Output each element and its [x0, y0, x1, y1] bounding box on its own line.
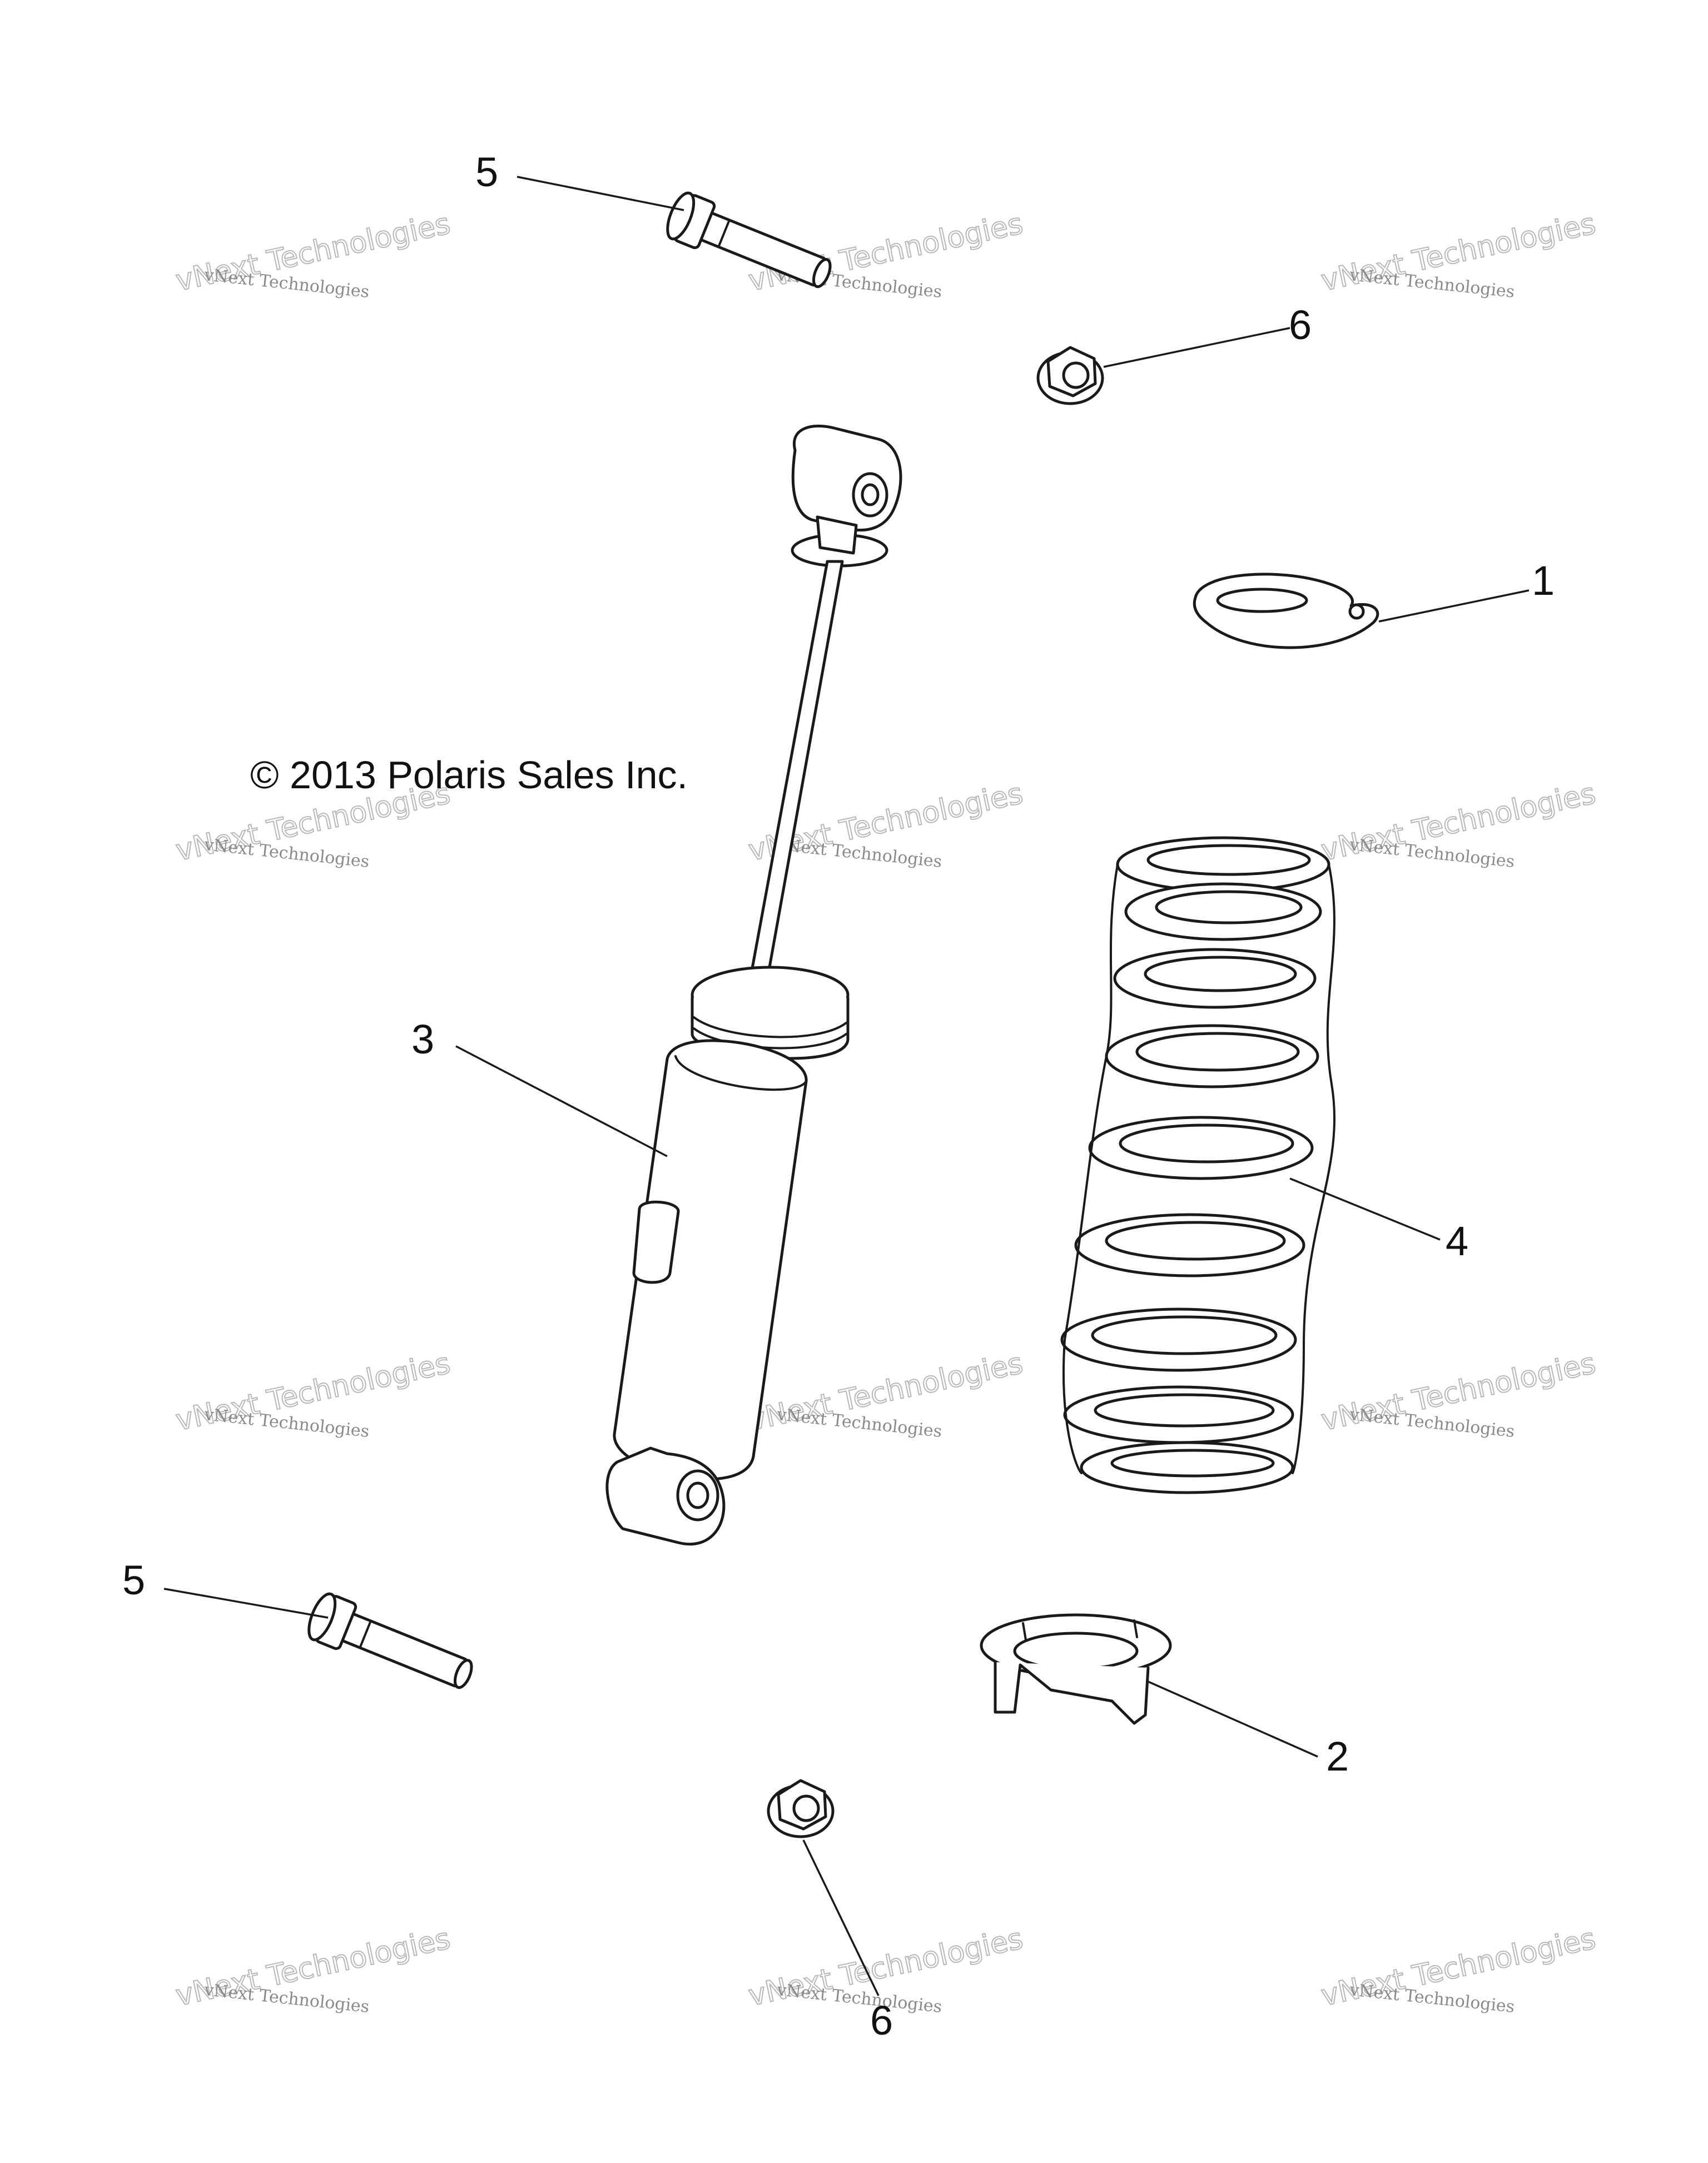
callout-1: 1	[1532, 558, 1555, 604]
leader-lines	[163, 176, 1530, 1996]
callout-4: 4	[1446, 1218, 1468, 1264]
callout-labels: 5 6 1 3 4 5 2 6	[122, 149, 1555, 2043]
callout-5-bottom: 5	[122, 1557, 145, 1603]
part-6-nut-bottom	[767, 1779, 835, 1838]
part-1-spring-retainer	[1193, 573, 1379, 649]
callout-2: 2	[1326, 1733, 1349, 1779]
part-3-shock-absorber	[605, 424, 902, 1546]
callout-5-top: 5	[475, 149, 498, 195]
callout-6-bottom: 6	[870, 1997, 893, 2043]
part-4-coil-spring	[1060, 836, 1336, 1494]
copyright-text: © 2013 Polaris Sales Inc.	[250, 753, 688, 797]
part-6-nut-top	[1036, 346, 1104, 405]
part-5-bolt-top	[666, 191, 832, 289]
callout-3: 3	[411, 1016, 434, 1062]
part-5-bolt-bottom	[307, 1592, 473, 1689]
callout-6-top: 6	[1289, 302, 1312, 348]
part-2-spring-seat	[980, 1613, 1172, 1725]
